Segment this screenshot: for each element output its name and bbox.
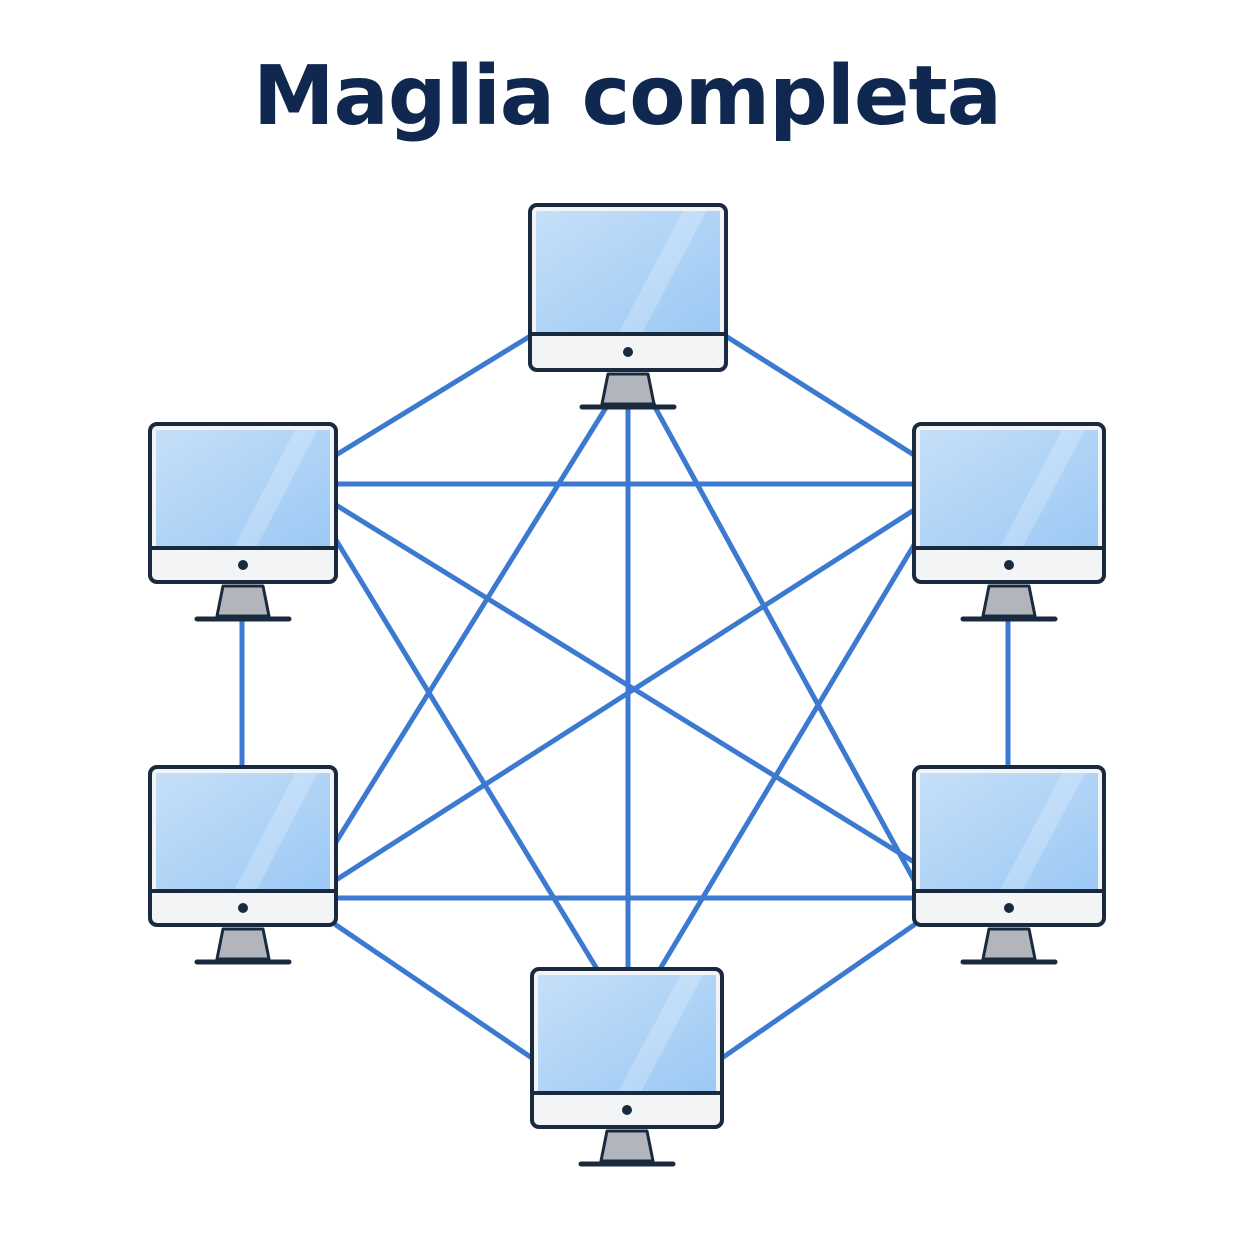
link-top-to-upper-left — [333, 332, 535, 458]
monitor-screen — [156, 773, 330, 891]
link-lower-right-to-bottom — [719, 922, 917, 1061]
power-dot-icon — [1004, 903, 1014, 913]
screen-glare — [617, 975, 703, 1093]
screen-glare — [233, 430, 318, 548]
monitor-stand — [215, 927, 271, 961]
desktop-monitor-icon — [148, 422, 338, 622]
link-upper-right-to-bottom — [657, 542, 917, 972]
screen-glare — [618, 211, 707, 334]
monitor-stand — [215, 584, 271, 618]
monitor-stand — [599, 1129, 655, 1163]
monitor-screen — [920, 773, 1098, 891]
link-top-to-lower-left — [333, 395, 615, 845]
monitor-stand — [981, 584, 1037, 618]
power-dot-icon — [1004, 560, 1014, 570]
link-lower-left-to-bottom — [333, 922, 535, 1061]
monitor-screen — [156, 430, 330, 548]
links-layer — [239, 332, 1011, 1061]
monitor-screen — [538, 975, 716, 1093]
link-top-to-upper-right — [721, 332, 917, 458]
screen-glare — [999, 773, 1085, 891]
monitor-screen — [920, 430, 1098, 548]
desktop-monitor-icon — [912, 422, 1106, 622]
desktop-monitor-icon — [528, 203, 728, 410]
screen-glare — [999, 430, 1085, 548]
desktop-monitor-icon — [148, 765, 338, 965]
monitor-screen — [536, 211, 720, 334]
desktop-monitor-icon — [912, 765, 1106, 965]
power-dot-icon — [623, 347, 633, 357]
power-dot-icon — [238, 560, 248, 570]
link-top-to-lower-right — [647, 395, 917, 883]
power-dot-icon — [622, 1105, 632, 1115]
monitor-stand — [600, 372, 656, 406]
diagram-title: Maglia completa — [252, 49, 1002, 144]
nodes-layer — [148, 203, 1106, 1167]
link-upper-left-to-bottom — [333, 537, 600, 972]
power-dot-icon — [238, 903, 248, 913]
monitor-stand — [981, 927, 1037, 961]
screen-glare — [233, 773, 318, 891]
desktop-monitor-icon — [530, 967, 724, 1167]
link-upper-right-to-lower-left — [333, 507, 917, 883]
link-upper-left-to-lower-right — [333, 502, 917, 865]
